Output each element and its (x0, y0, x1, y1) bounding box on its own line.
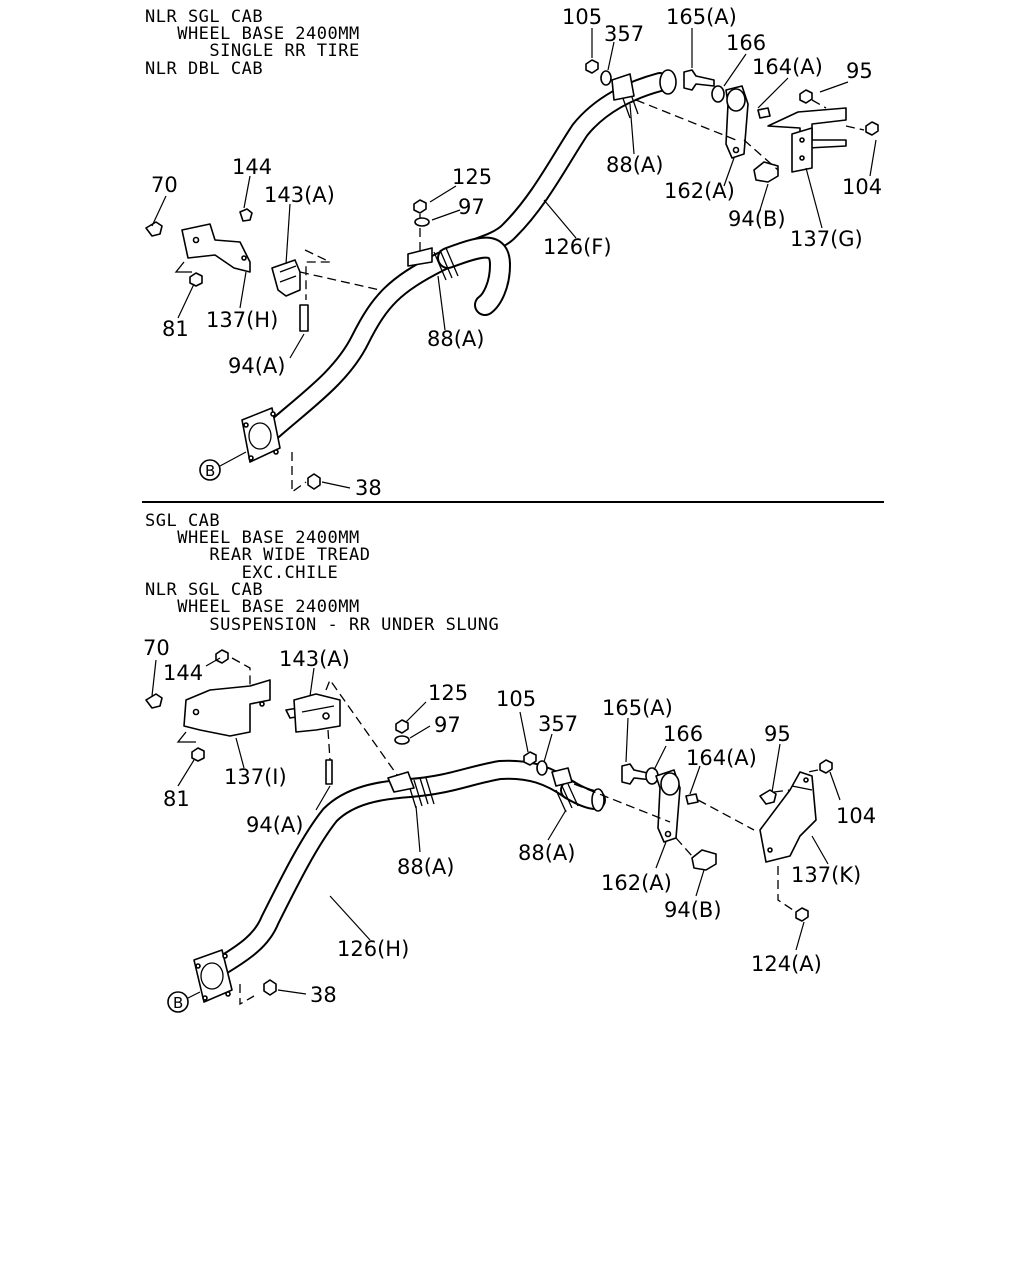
top-label-97: 97 (458, 195, 485, 219)
top-label-144: 144 (232, 155, 272, 179)
bottom-label-126h: 126(H) (337, 937, 409, 961)
bottom-label-70: 70 (143, 636, 170, 660)
top-label-357: 357 (604, 22, 644, 46)
top-label-38: 38 (355, 476, 382, 500)
top-label-166: 166 (726, 31, 766, 55)
top-label-162a: 162(A) (664, 179, 735, 203)
top-label-95: 95 (846, 59, 873, 83)
bottom-label-95: 95 (764, 722, 791, 746)
bottom-header-line-2: WHEEL BASE 2400MM (145, 528, 360, 548)
bottom-label-105: 105 (496, 687, 536, 711)
top-label-137h: 137(H) (206, 308, 278, 332)
bottom-label-94a: 94(A) (246, 813, 303, 837)
top-header-line-2: WHEEL BASE 2400MM (145, 24, 360, 44)
bottom-label-88a-right: 88(A) (518, 841, 575, 865)
top-label-126f: 126(F) (543, 235, 612, 259)
hanger-162a-top (585, 59, 779, 183)
nut-washer-125-97-top (407, 199, 433, 267)
bottom-label-162a: 162(A) (601, 871, 672, 895)
bottom-panel: SGL CAB WHEEL BASE 2400MM REAR WIDE TREA… (143, 511, 876, 1013)
top-header-line-1: NLR SGL CAB (145, 7, 263, 27)
top-label-94a: 94(A) (228, 354, 285, 378)
bottom-label-137k: 137(K) (791, 863, 861, 887)
top-header-line-3: SINGLE RR TIRE (145, 41, 360, 61)
bottom-leaders (151, 657, 841, 995)
ref-mark-b-top-label: B (205, 462, 215, 480)
bottom-label-137i: 137(I) (224, 765, 287, 789)
bottom-header-line-1: SGL CAB (145, 511, 220, 531)
flange-bottom: B (167, 949, 277, 1013)
bottom-label-94b: 94(B) (664, 898, 722, 922)
top-label-70: 70 (151, 173, 178, 197)
top-label-94b: 94(B) (728, 207, 786, 231)
bracket-137g (767, 89, 879, 173)
top-label-104: 104 (842, 175, 882, 199)
top-panel: NLR SGL CAB WHEEL BASE 2400MM SINGLE RR … (145, 5, 882, 500)
top-label-143a: 143(A) (264, 183, 335, 207)
top-label-81: 81 (162, 317, 189, 341)
bracket-137i-group (145, 649, 403, 785)
bottom-header-line-5: NLR SGL CAB (145, 580, 263, 600)
flange-top: B (199, 407, 321, 494)
top-header-line-4: NLR DBL CAB (145, 59, 263, 79)
ref-mark-b-bottom (167, 991, 189, 1013)
bottom-label-165a: 165(A) (602, 696, 673, 720)
bracket-137h-group (145, 208, 381, 332)
bottom-header-line-6: WHEEL BASE 2400MM (145, 597, 360, 617)
top-leaders (151, 28, 877, 489)
top-label-137g: 137(G) (790, 227, 863, 251)
ref-mark-b-bottom-label: B (173, 994, 183, 1012)
nut-washer-125-97-bottom (387, 719, 415, 793)
exhaust-pipe-126f (252, 69, 677, 450)
bottom-label-125: 125 (428, 681, 468, 705)
bottom-label-164a: 164(A) (686, 746, 757, 770)
bottom-label-81: 81 (163, 787, 190, 811)
bottom-label-144: 144 (163, 661, 203, 685)
bottom-label-357: 357 (538, 712, 578, 736)
bottom-label-124a: 124(A) (751, 952, 822, 976)
ref-mark-b-top (199, 459, 221, 481)
top-label-164a: 164(A) (752, 55, 823, 79)
bottom-header-line-4: EXC.CHILE (145, 563, 338, 583)
exhaust-pipe-126h (208, 759, 606, 978)
top-label-88a-right: 88(A) (606, 153, 663, 177)
bracket-137k (759, 759, 833, 922)
bottom-label-97: 97 (434, 713, 461, 737)
top-label-125: 125 (452, 165, 492, 189)
hanger-162a-bottom (523, 751, 755, 871)
bottom-label-88a-left: 88(A) (397, 855, 454, 879)
bottom-label-104: 104 (836, 804, 876, 828)
bottom-label-166: 166 (663, 722, 703, 746)
bottom-label-143a: 143(A) (279, 647, 350, 671)
top-label-105: 105 (562, 5, 602, 29)
bottom-label-38: 38 (310, 983, 337, 1007)
top-label-88a-left: 88(A) (427, 327, 484, 351)
top-label-165a: 165(A) (666, 5, 737, 29)
bottom-header-line-3: REAR WIDE TREAD (145, 545, 370, 565)
bottom-header-line-7: SUSPENSION - RR UNDER SLUNG (145, 615, 499, 635)
